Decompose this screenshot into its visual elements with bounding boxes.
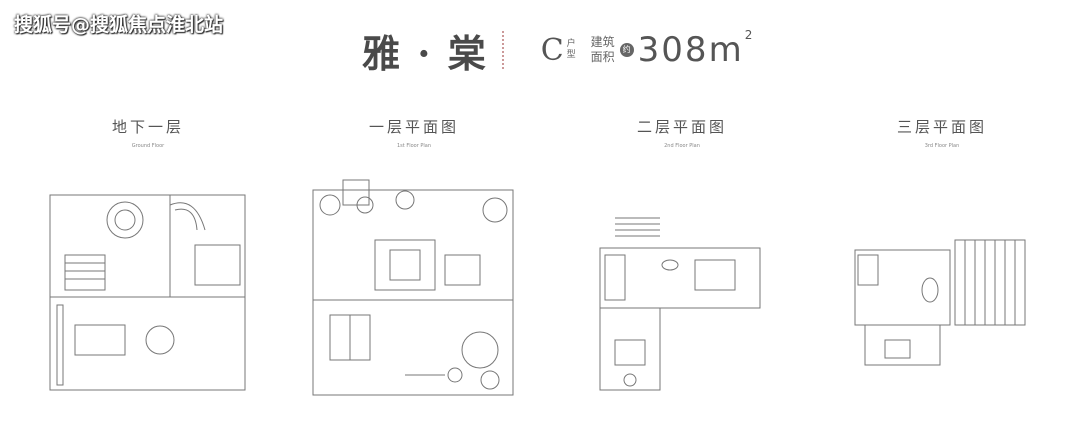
- floor-label-3f: 三层平面图 3rd Floor Plan: [872, 116, 1012, 149]
- floor-subtitle: 1st Floor Plan: [396, 143, 431, 149]
- third-floor-plan: [854, 239, 1026, 366]
- unit-type: C: [540, 32, 564, 68]
- floor-subtitle: 2nd Floor Plan: [664, 143, 700, 149]
- unit-type-label: 户 型: [567, 39, 577, 61]
- floor-subtitle: Ground Floor: [131, 143, 165, 149]
- floor-title: 二层平面图: [636, 118, 727, 136]
- floor-title: 地下一层: [111, 118, 184, 136]
- second-floor-plan: [599, 217, 761, 391]
- unit-label-2: 型: [566, 50, 576, 60]
- floor-label-basement: 地下一层 Ground Floor: [78, 116, 218, 149]
- floor-subtitle: 3rd Floor Plan: [924, 143, 960, 149]
- approx-badge: 约: [619, 43, 634, 57]
- first-floor-plan: [312, 179, 514, 396]
- floor-label-1f: 一层平面图 1st Floor Plan: [344, 116, 484, 149]
- decorative-divider: [501, 31, 507, 69]
- area-unit-superscript: 2: [744, 28, 753, 42]
- header: 雅 · 棠 C 户 型 建筑面积 约 308m 2: [362, 22, 752, 78]
- project-name: 雅 · 棠: [362, 30, 488, 76]
- watermark: 搜狐号@搜狐焦点淮北站: [14, 14, 224, 36]
- floor-title: 一层平面图: [368, 118, 459, 136]
- area-value: 308m: [637, 30, 744, 70]
- area-label: 建筑面积: [590, 35, 615, 64]
- unit-label-1: 户: [566, 39, 576, 49]
- basement-floor-plan: [49, 194, 246, 391]
- floor-label-2f: 二层平面图 2nd Floor Plan: [612, 116, 752, 149]
- floor-title: 三层平面图: [896, 118, 987, 136]
